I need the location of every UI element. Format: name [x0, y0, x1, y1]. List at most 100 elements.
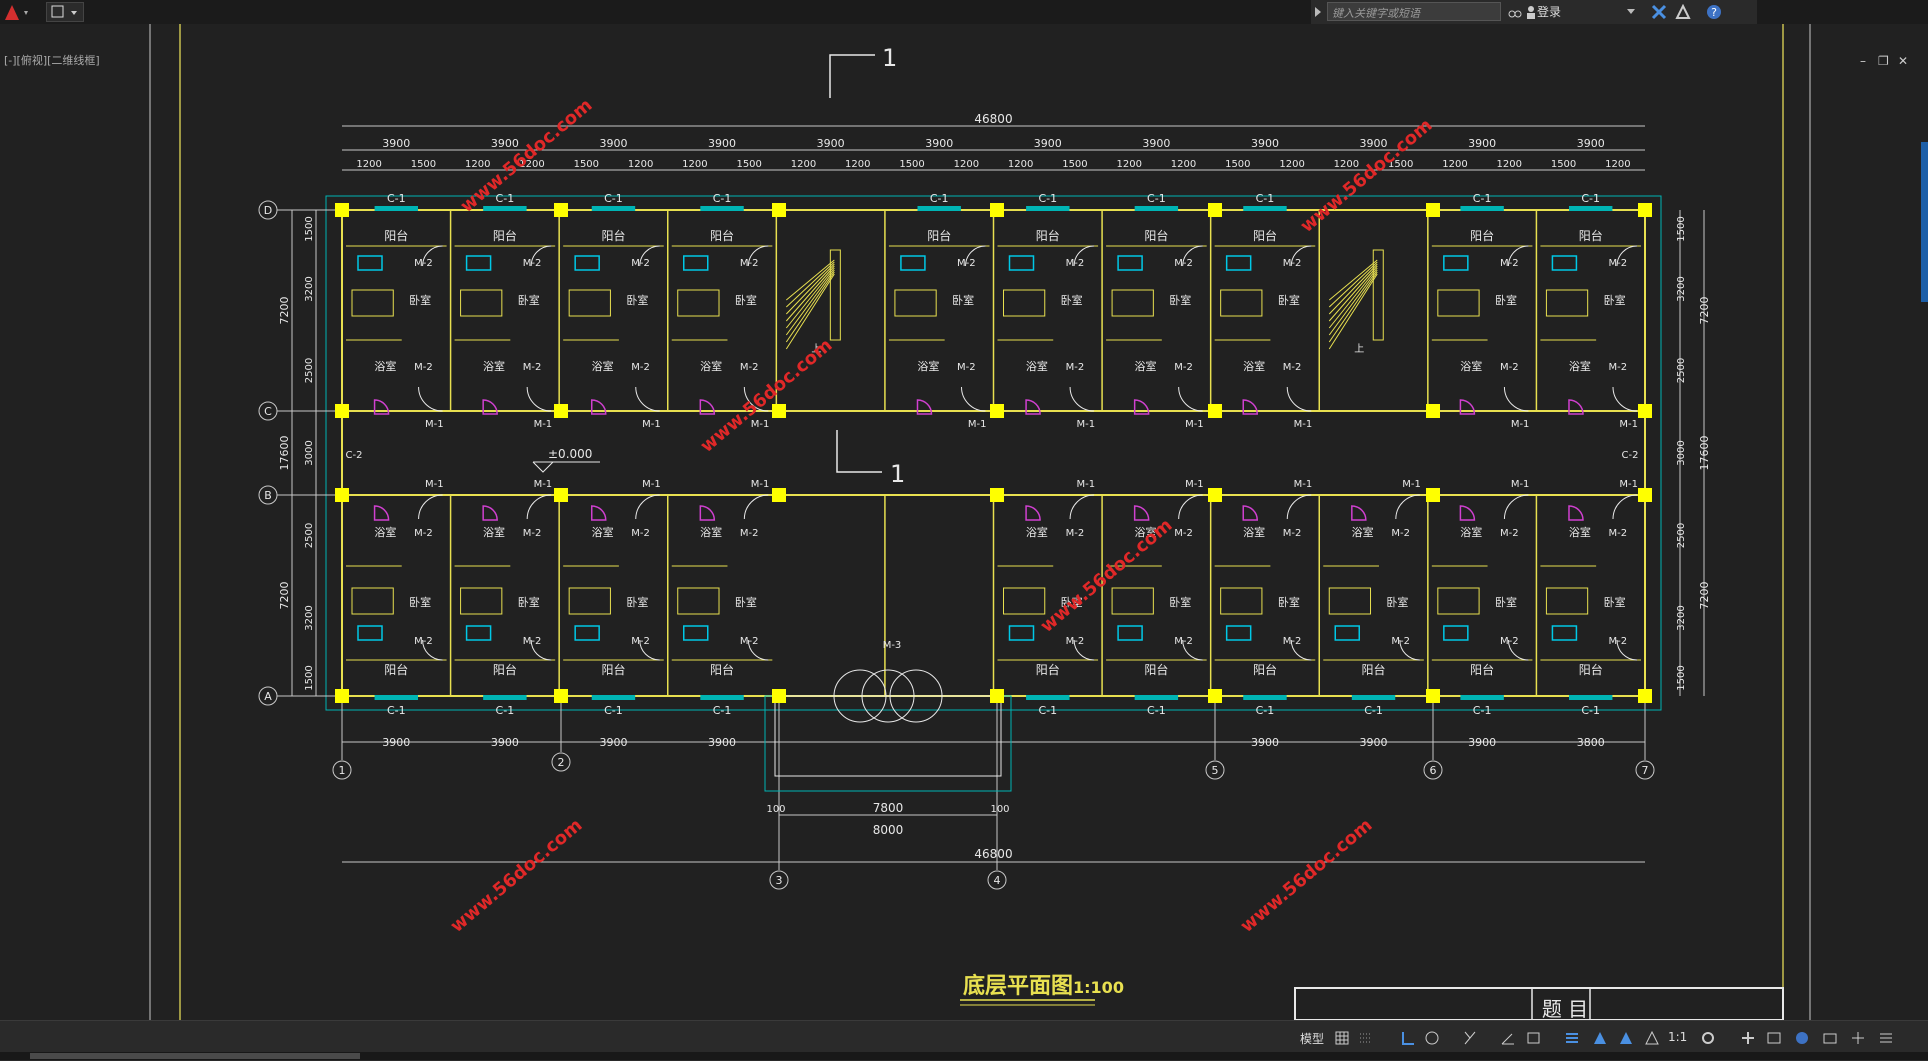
door-label: M-2: [523, 636, 542, 647]
scale-dropdown[interactable]: 1:1: [1668, 1030, 1688, 1044]
title-block-label: 题 目: [1542, 997, 1588, 1020]
viewport-controls[interactable]: [-][俯视][二维线框]: [4, 54, 100, 67]
vertical-scrollbar[interactable]: [1921, 142, 1928, 302]
gear-icon[interactable]: [1700, 1030, 1716, 1046]
door-label: M-2: [1500, 528, 1519, 539]
door-arc: [635, 386, 660, 412]
bed: [460, 587, 503, 615]
walls: [325, 195, 1662, 711]
chevron-down-icon[interactable]: [1627, 8, 1635, 16]
help-icon[interactable]: ?: [1705, 3, 1723, 21]
annotation-visibility-icon[interactable]: [1618, 1030, 1634, 1046]
hardware-icon[interactable]: [1822, 1030, 1838, 1046]
revolving-door: [861, 669, 915, 723]
door-label: M-2: [740, 636, 759, 647]
door-label: M-2: [414, 528, 433, 539]
model-space-button[interactable]: 模型: [1300, 1032, 1325, 1046]
axis-label-row: C: [264, 405, 272, 418]
column: [1426, 488, 1440, 502]
binoculars-icon[interactable]: [1507, 4, 1523, 20]
bathroom-label: 浴室: [700, 525, 722, 539]
dim-sub-top: 1200: [1279, 159, 1304, 170]
desk-fixture: [357, 625, 383, 641]
balcony-label: 阳台: [927, 228, 951, 243]
expand-arrow-icon[interactable]: [1313, 6, 1323, 18]
axis-label-row: D: [264, 204, 272, 217]
bathroom-label: 浴室: [1243, 359, 1265, 373]
door-arc: [1069, 386, 1095, 412]
bedroom-label: 卧室: [1386, 595, 1408, 609]
balcony-label: 阳台: [1362, 662, 1386, 677]
bathroom-label: 浴室: [1026, 359, 1048, 373]
restore-button[interactable]: ❐: [1878, 54, 1889, 68]
dim-sub-top: 1200: [356, 159, 381, 170]
dim-bay-top: 3900: [599, 137, 627, 150]
revolving-door: [833, 669, 887, 723]
infocenter: 键入关键字或短语 登录 ?: [1311, 0, 1757, 24]
plus-icon[interactable]: [1740, 1030, 1756, 1046]
bathroom-label: 浴室: [1569, 359, 1591, 373]
stair-rail: [829, 249, 841, 341]
horizontal-scrollbar[interactable]: [0, 1052, 1928, 1060]
ortho-icon[interactable]: [1400, 1030, 1416, 1046]
balcony-label: 阳台: [493, 662, 517, 677]
customize-icon[interactable]: [1878, 1030, 1894, 1046]
door-label: M-1: [534, 419, 553, 430]
bedroom-label: 卧室: [1604, 595, 1626, 609]
bed: [1111, 587, 1154, 615]
search-input[interactable]: 键入关键字或短语: [1327, 2, 1501, 21]
autodesk-a360-icon[interactable]: [1675, 4, 1691, 20]
door-arc: [1178, 386, 1203, 412]
door-label: M-2: [523, 362, 542, 373]
close-button[interactable]: ✕: [1898, 54, 1909, 68]
column: [990, 689, 1004, 703]
door-arc: [1290, 245, 1312, 267]
bedroom-label: 卧室: [735, 595, 757, 609]
door-label: M-1: [642, 419, 661, 430]
save-icon[interactable]: [47, 3, 83, 21]
bedroom-label: 卧室: [1169, 595, 1191, 609]
scrollbar-thumb[interactable]: [30, 1053, 360, 1059]
isolate-icon[interactable]: [1794, 1030, 1810, 1046]
clean-screen-icon[interactable]: [1850, 1030, 1866, 1046]
balcony-label: 阳台: [710, 228, 734, 243]
bed: [1545, 289, 1589, 317]
dim-bay-bottom: 3900: [382, 736, 410, 749]
window: [591, 695, 636, 700]
column: [1638, 488, 1652, 502]
login-button[interactable]: 登录: [1537, 5, 1562, 19]
quick-access-toolbar[interactable]: [46, 2, 84, 22]
lineweight-icon[interactable]: [1564, 1030, 1580, 1046]
osnap-icon[interactable]: [1462, 1030, 1478, 1046]
exchange-icon[interactable]: [1651, 4, 1667, 20]
dim-sub-top: 1200: [791, 159, 816, 170]
annotation-scale-icon[interactable]: [1592, 1030, 1608, 1046]
performance-icon[interactable]: [1766, 1030, 1782, 1046]
dim-side: 3200: [304, 605, 315, 630]
dim-side: 1500: [304, 216, 315, 241]
door-arc: [743, 494, 769, 520]
window: [1026, 695, 1070, 700]
dim-sub-top: 1200: [1497, 159, 1522, 170]
door-arc: [747, 245, 769, 267]
bedroom-label: 卧室: [1169, 293, 1191, 307]
stair-step: [785, 265, 835, 322]
stair-step: [785, 273, 835, 350]
autoscale-icon[interactable]: [1644, 1030, 1660, 1046]
shower: [1133, 399, 1150, 415]
balcony-label: 阳台: [1036, 228, 1060, 243]
snap-icon[interactable]: [1358, 1030, 1374, 1046]
bathroom-label: 浴室: [1243, 525, 1265, 539]
polar-icon[interactable]: [1424, 1030, 1440, 1046]
grid-icon[interactable]: [1334, 1030, 1350, 1046]
selection-icon[interactable]: [1526, 1030, 1542, 1046]
watermark: www.56doc.com: [1036, 515, 1176, 637]
autocad-logo-icon[interactable]: [2, 2, 40, 22]
window: [1568, 695, 1613, 700]
angle-icon[interactable]: [1500, 1030, 1516, 1046]
minimize-button[interactable]: –: [1860, 54, 1866, 68]
